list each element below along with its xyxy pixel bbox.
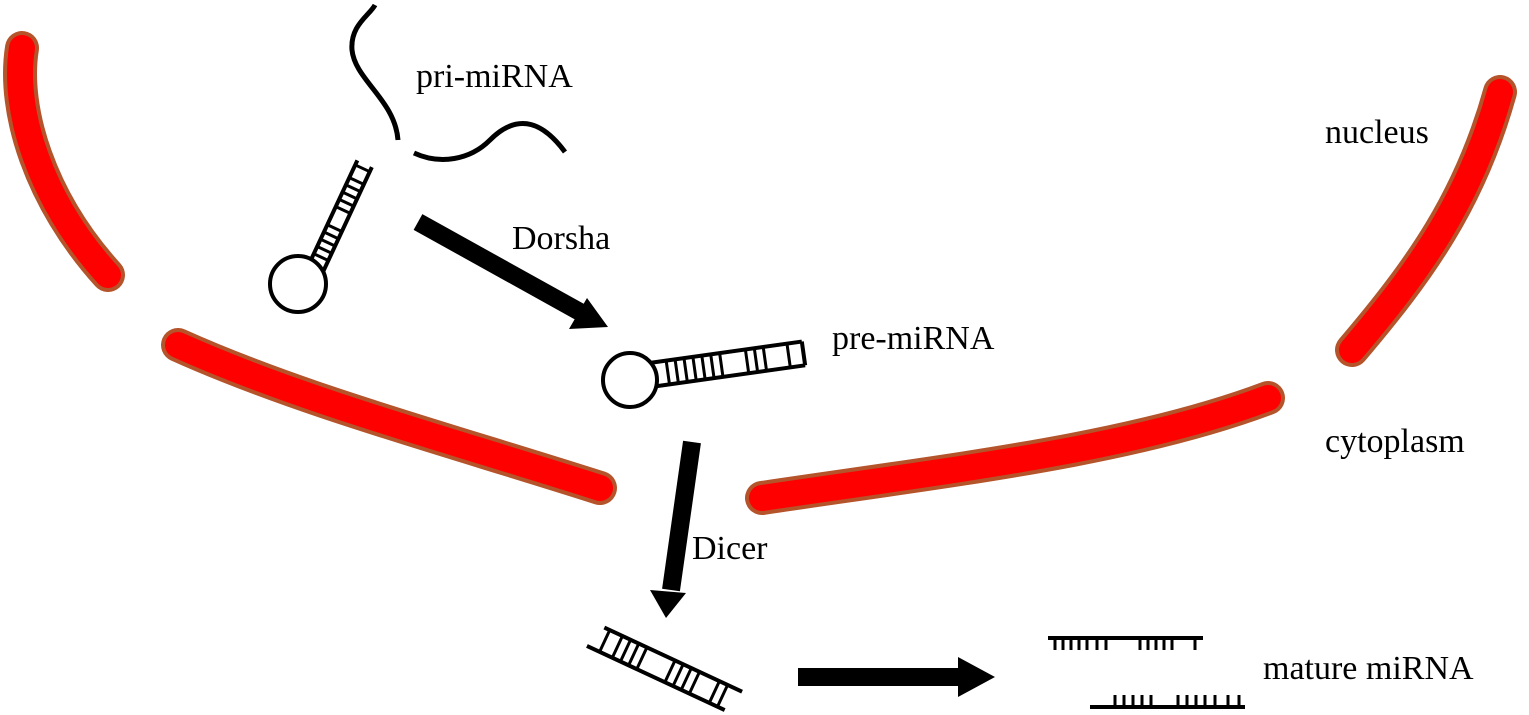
membrane-segment-right bbox=[1339, 79, 1513, 363]
pri-mirna-label: pri-miRNA bbox=[416, 58, 573, 95]
mature-mirna-strand-upper bbox=[1048, 636, 1203, 650]
mirna-duplex bbox=[586, 625, 743, 712]
pre-mirna-label: pre-miRNA bbox=[832, 320, 995, 357]
pri-mirna-loop bbox=[268, 254, 328, 314]
cytoplasm-label: cytoplasm bbox=[1325, 423, 1465, 460]
dorsha-arrow bbox=[413, 214, 608, 329]
pri-mirna-structure bbox=[268, 3, 568, 314]
dicer-arrow bbox=[650, 440, 701, 618]
membrane-segment-center-left bbox=[165, 332, 613, 501]
nucleus-label: nucleus bbox=[1325, 114, 1429, 151]
pri-mirna-tail-right bbox=[412, 121, 568, 162]
nuclear-membrane bbox=[3, 31, 1517, 515]
membrane-segment-center-right bbox=[749, 385, 1281, 511]
pre-mirna-structure bbox=[601, 339, 808, 409]
membrane-segment-left bbox=[7, 35, 121, 288]
dicer-label: Dicer bbox=[692, 530, 768, 567]
pre-mirna-loop bbox=[601, 351, 659, 409]
pri-mirna-stem bbox=[306, 159, 374, 273]
pri-mirna-tail-upper bbox=[349, 3, 401, 141]
mature-mirna-strand-lower bbox=[1090, 695, 1245, 709]
maturation-arrow bbox=[798, 657, 995, 697]
dorsha-label: Dorsha bbox=[512, 220, 611, 257]
mature-mirna-label: mature miRNA bbox=[1263, 650, 1474, 687]
